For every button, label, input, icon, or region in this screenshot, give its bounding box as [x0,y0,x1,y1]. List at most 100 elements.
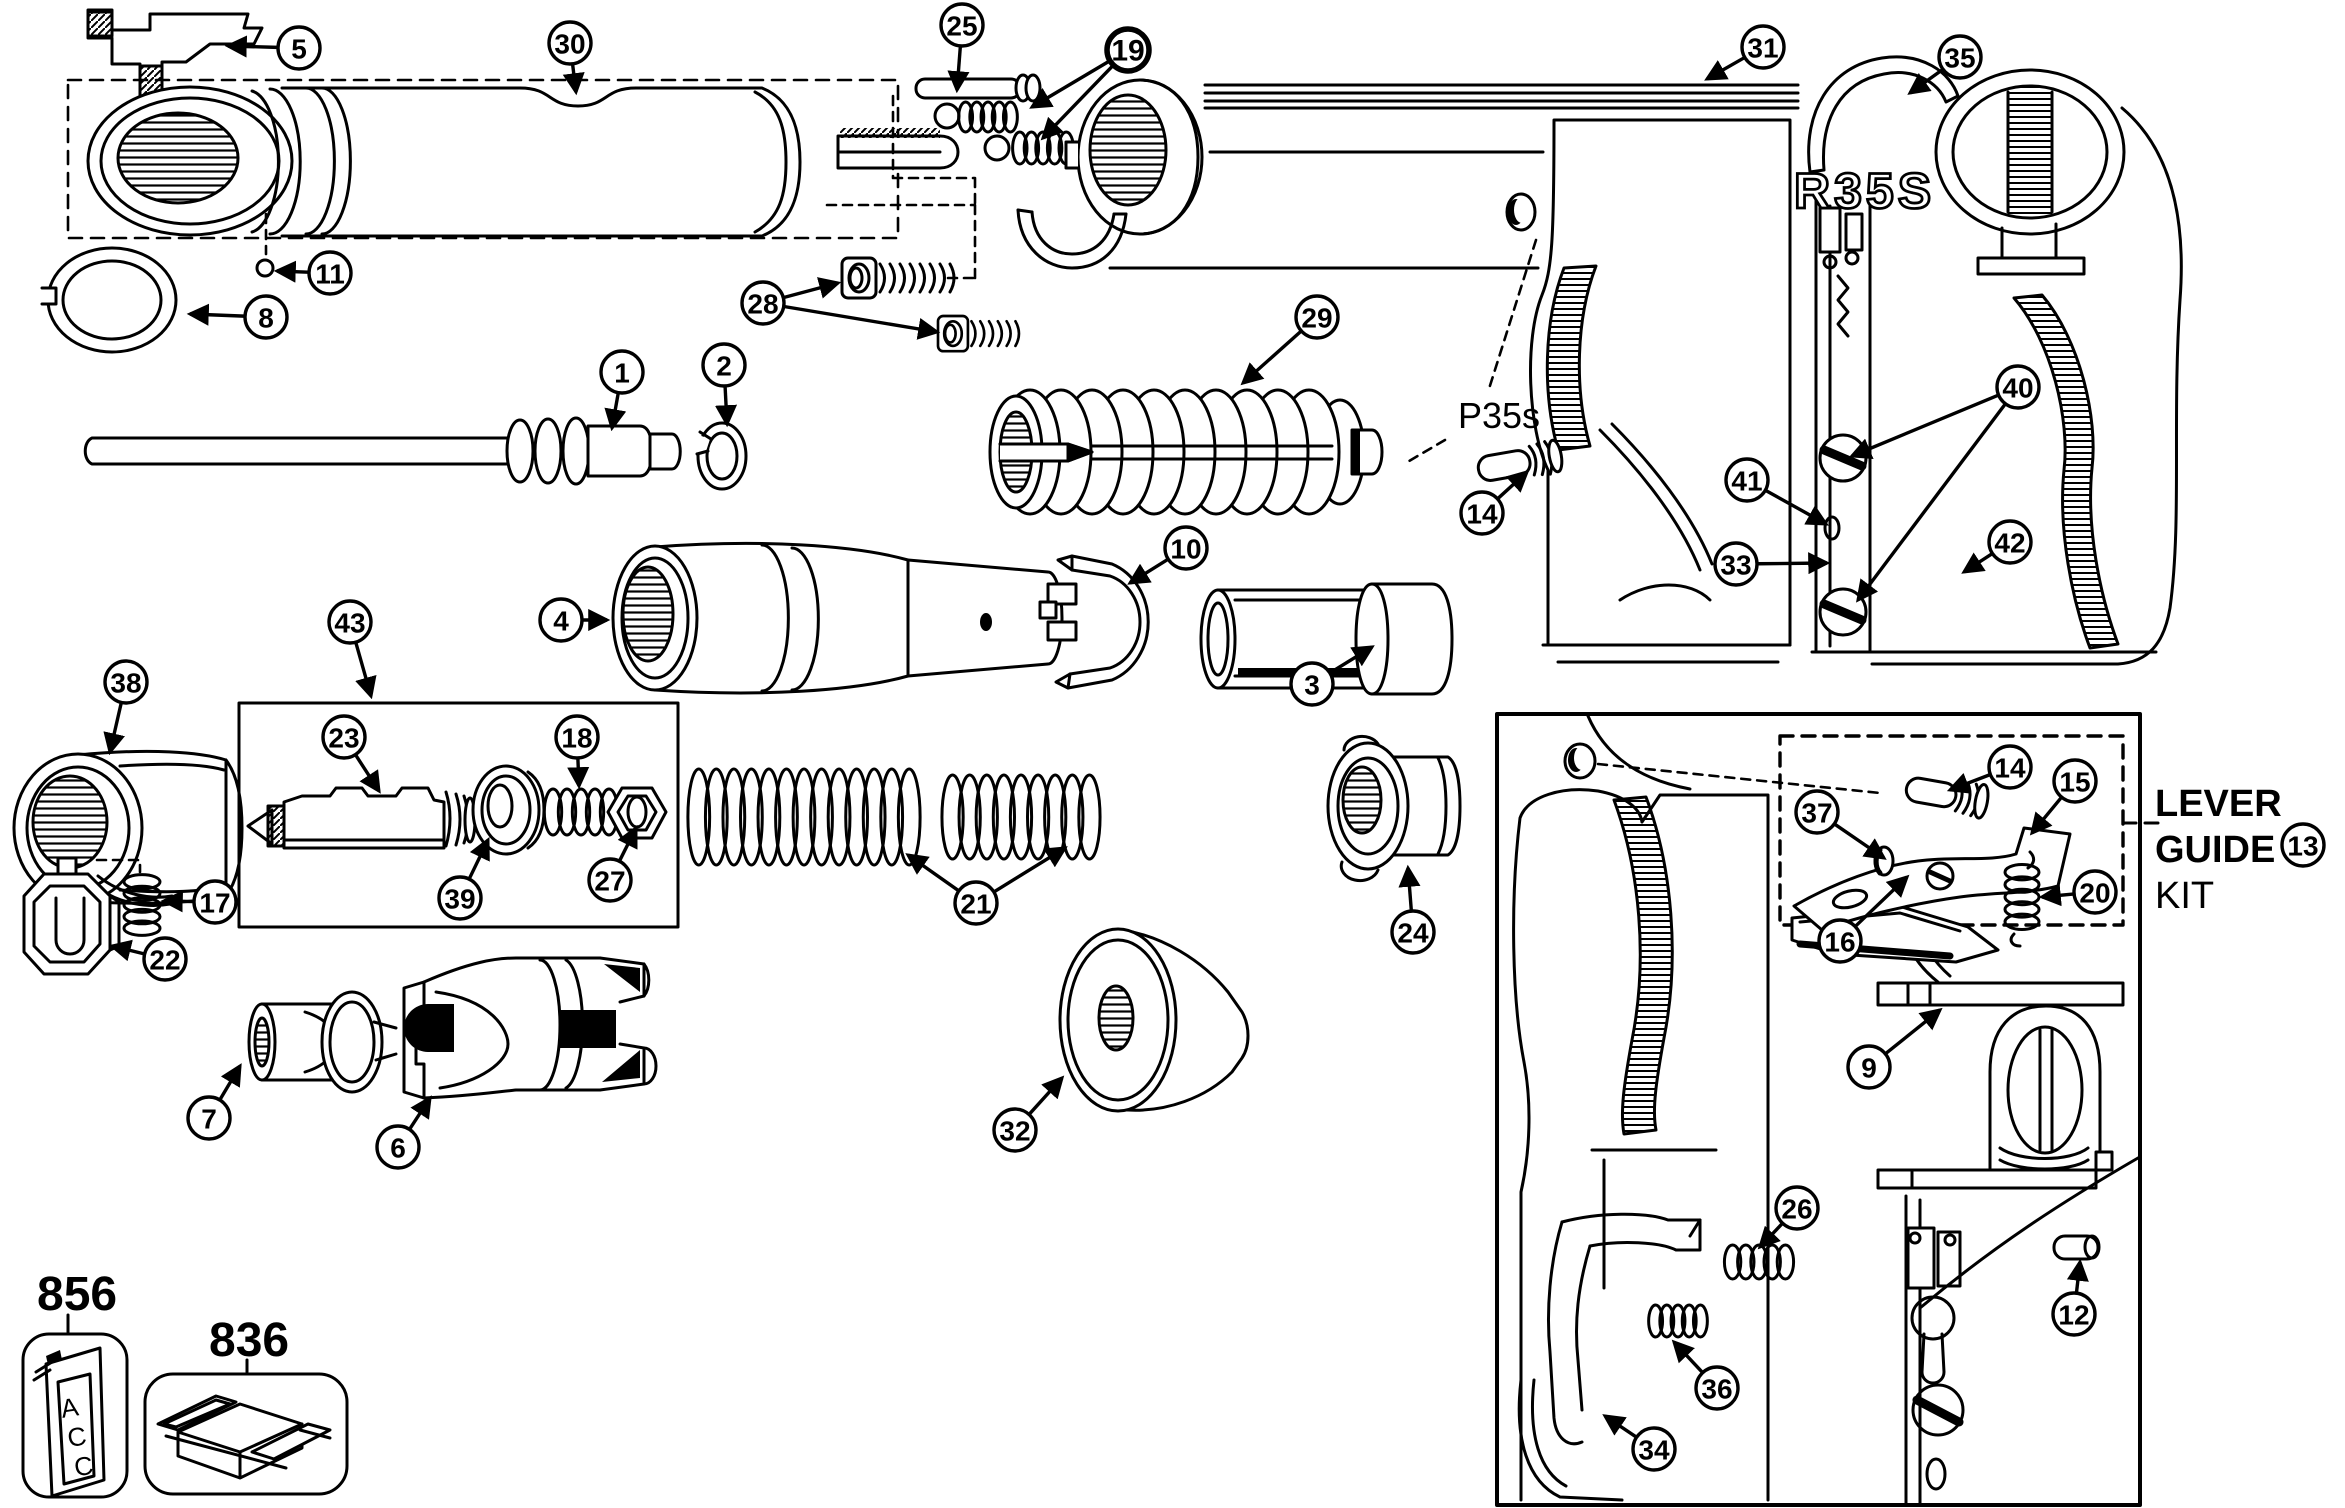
firing-pin-kit-box [237,701,680,929]
callout-7: 7 [186,1063,242,1141]
svg-text:12: 12 [2058,1300,2089,1331]
svg-text:27: 27 [594,866,625,897]
part-muzzle-brake [402,956,658,1100]
callout-30: 30 [547,20,593,96]
part-locking-nut [22,856,121,976]
svg-text:14: 14 [1994,753,2026,784]
callout-37: 37 [1794,789,1887,860]
svg-text:31: 31 [1747,33,1778,64]
callout-2: 2 [701,342,747,428]
callout-16: 16 [1817,874,1910,964]
callout-11: 11 [273,250,353,296]
callout-12: 12 [2051,1258,2097,1337]
callout-43: 43 [327,599,377,700]
part-inner-spring [940,773,1102,861]
svg-text:11: 11 [315,259,345,290]
svg-text:6: 6 [390,1133,406,1164]
part-trigger-guard [1876,920,2125,1190]
callout-32: 32 [992,1075,1065,1153]
accessory-836-label: 836 [209,1314,289,1367]
svg-text:22: 22 [149,945,180,976]
svg-text:5: 5 [291,34,307,65]
svg-text:9: 9 [1861,1053,1877,1084]
svg-text:18: 18 [561,723,592,754]
svg-text:7: 7 [201,1104,217,1135]
part-breech-cup [1016,78,1204,270]
part-pin-12 [2052,1234,2101,1261]
callout-23: 23 [321,714,381,794]
kit-label-line3: KIT [2155,875,2214,917]
callout-28: 28 [740,277,941,340]
callout-27: 27 [587,825,638,903]
part-c-clip [40,246,178,354]
svg-text:28: 28 [747,289,778,320]
svg-text:26: 26 [1781,1194,1812,1225]
spring-19a [957,100,1019,134]
svg-text:40: 40 [2002,373,2033,404]
svg-text:15: 15 [2059,767,2090,798]
svg-text:14: 14 [1466,499,1498,530]
part-main-spring [686,767,922,867]
callout-19: 19 [1029,26,1152,141]
part-latch [86,8,264,100]
part-screw-a [840,256,956,300]
accessory-836 [143,1358,349,1496]
svg-text:1: 1 [614,358,630,389]
callout-40: 40 [1848,364,2041,603]
part-kit-screw [1904,776,1990,820]
svg-text:34: 34 [1638,1435,1670,1466]
part-spring-cap [1326,734,1462,883]
part-spool [247,990,398,1094]
acc-letters: A C C [59,1391,96,1482]
svg-text:29: 29 [1301,303,1332,334]
callout-1: 1 [599,349,645,432]
svg-text:37: 37 [1801,798,1832,829]
part-sear-lever [1547,1212,1702,1446]
part-kit-pin [1873,845,1895,877]
svg-text:21: 21 [960,889,991,920]
svg-text:10: 10 [1170,534,1201,565]
part-snap-ring [691,421,748,491]
grip-button [1563,742,1597,780]
svg-text:19: 19 [1111,35,1144,68]
callout-41: 41 [1724,457,1829,526]
part-spring-36 [1647,1303,1709,1339]
svg-text:38: 38 [110,668,141,699]
callout-13: 13 [2280,822,2326,868]
part-frame-plate [1904,1156,2140,1507]
kit-label-line2: GUIDE [2155,829,2275,871]
grip-serrations [2012,293,2120,650]
accessory-856 [21,1313,129,1499]
svg-text:4: 4 [553,606,569,637]
svg-text:42: 42 [1994,528,2025,559]
svg-text:30: 30 [554,29,585,60]
callout-20: 20 [2038,869,2118,915]
part-screw-b [936,314,1021,353]
accessory-856-label: 856 [37,1268,117,1321]
callout-29: 29 [1240,294,1340,386]
callout-15: 15 [2029,758,2098,836]
svg-text:35: 35 [1944,43,1975,74]
frame-pin-hole [1823,515,1841,541]
callout-5: 5 [224,25,322,71]
callout-34: 34 [1602,1414,1677,1472]
svg-text:32: 32 [999,1116,1030,1147]
part-piston [83,416,682,486]
callout-31: 31 [1704,24,1786,81]
svg-text:2: 2 [716,351,732,382]
callout-14: 14 [1946,744,2033,794]
svg-text:8: 8 [258,303,274,334]
svg-text:A: A [59,1391,81,1423]
callout-24: 24 [1390,864,1436,955]
part-cylinder [611,541,1078,695]
callout-10: 10 [1127,525,1209,585]
grip-inset-panel [1495,712,2160,1507]
part-grip-housing [1512,788,1770,1502]
callout-33: 33 [1713,541,1831,587]
leader-dash-17 [95,858,142,874]
part-shield-strip [1108,83,1800,270]
svg-text:3: 3 [1304,670,1320,701]
part-detent-spring [122,873,162,937]
callout-35: 35 [1907,34,1983,95]
callout-21: 21 [905,846,1068,926]
